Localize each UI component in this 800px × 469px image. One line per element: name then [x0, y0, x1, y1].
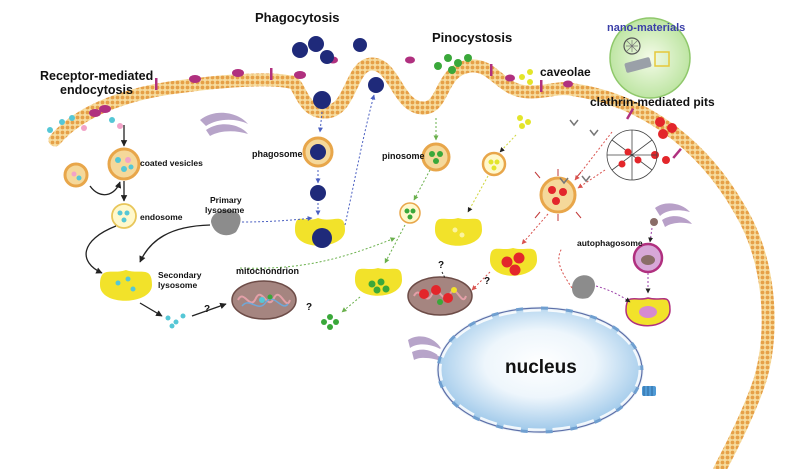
caveolae-label: caveolae	[540, 65, 591, 79]
pinocytosis-arrows	[239, 118, 439, 313]
receptor-particles	[47, 115, 123, 133]
mitochondrion-2	[407, 276, 473, 316]
phagocytosis-label: Phagocytosis	[255, 10, 340, 25]
pinosome-label: pinosome	[382, 151, 425, 161]
pinocytosis-pathway	[321, 54, 472, 330]
clathrin-pathway	[490, 117, 677, 276]
mitochondrion	[231, 280, 297, 320]
secondary-lysosome	[100, 270, 152, 301]
golgi-fragment-top	[200, 112, 248, 136]
qmark-arrow	[441, 271, 446, 279]
pinosome	[421, 142, 451, 172]
clathrin-label: clathrin-mediated pits	[590, 95, 715, 109]
coated-vesicles-label: coated vesicles	[140, 158, 203, 168]
phagocytosis-arrows	[315, 94, 376, 226]
caveolae-lysosome	[435, 218, 482, 246]
secondary-lysosome-label-line2: lysosome	[158, 280, 197, 290]
nanotube	[624, 57, 652, 73]
secondary-lysosome-label-line1: Secondary	[158, 270, 202, 280]
golgi-fragment-bottom	[408, 336, 444, 362]
caveolae-arrows	[467, 134, 517, 213]
question-mark-2: ?	[306, 302, 312, 313]
phagosome-label: phagosome	[252, 149, 303, 159]
nano-materials-label: nano-materials	[607, 22, 685, 34]
primary-lysosome-label-line1: Primary	[210, 195, 242, 205]
receptor-mediated-label-line1: Receptor-mediated	[40, 69, 153, 83]
receptor-mediated-pathway	[63, 147, 241, 329]
autophagosome-label: autophagosome	[577, 238, 643, 248]
endosome-label: endosome	[140, 212, 183, 222]
clathrin-arrows	[471, 131, 613, 291]
question-mark-1: ?	[204, 304, 210, 315]
receptor-mediated-label-line2: endocytosis	[60, 83, 133, 97]
clathrin-coat	[606, 129, 658, 181]
nanoparticle-sphere	[623, 37, 641, 55]
nucleus: nucleus	[434, 304, 646, 436]
membrane-receptors	[89, 56, 682, 159]
question-mark-4: ?	[484, 276, 490, 287]
coated-vesicle-red	[534, 169, 582, 221]
pinocytosis-label: Pinocystosis	[432, 30, 512, 45]
question-mark-3: ?	[438, 260, 444, 271]
nano-sheet	[654, 51, 670, 67]
endosome	[111, 203, 137, 229]
mitochondrion-label: mitochondrion	[236, 266, 299, 276]
clathrin-lysosome	[490, 248, 537, 276]
lysosome-to-phagosome-arrow	[241, 216, 313, 223]
pore-complex	[642, 386, 656, 396]
autophagy-lysosome	[572, 275, 595, 299]
caveolae-pathway	[435, 69, 533, 246]
cell-membrane	[48, 57, 775, 469]
receptor-arrows	[85, 125, 227, 317]
caveosome	[481, 151, 507, 177]
primary-lysosome	[211, 209, 241, 236]
primary-lysosome-label-line2: lysosome	[205, 205, 244, 215]
nucleus-label: nucleus	[505, 357, 577, 378]
autophagy-arrows	[558, 227, 654, 303]
er-fragment	[655, 203, 692, 227]
phagocytosis-pathway	[292, 36, 384, 248]
nano-materials-group: nano-materials	[607, 17, 691, 99]
autophagy-pathway	[572, 203, 692, 327]
coated-vesicle	[107, 147, 141, 181]
